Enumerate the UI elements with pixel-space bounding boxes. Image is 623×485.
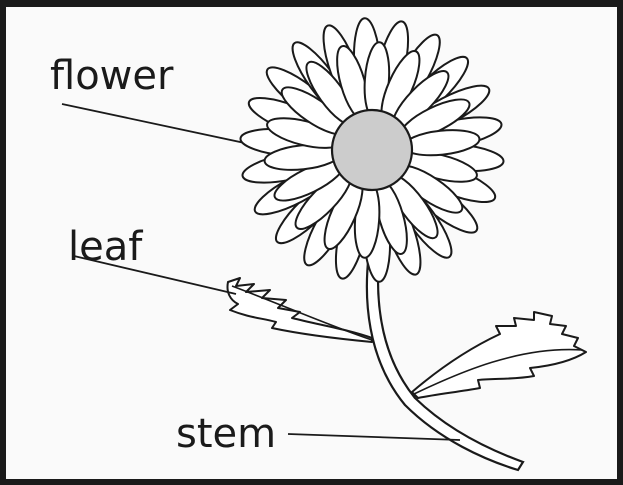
- flower-label: flower: [50, 56, 173, 96]
- flower-center: [332, 110, 412, 190]
- right-leaf: [412, 312, 586, 398]
- stem-pointer-line: [288, 434, 460, 440]
- flower-pointer-line: [62, 104, 268, 148]
- leaf-label: leaf: [68, 227, 142, 267]
- stem-label: stem: [176, 414, 276, 454]
